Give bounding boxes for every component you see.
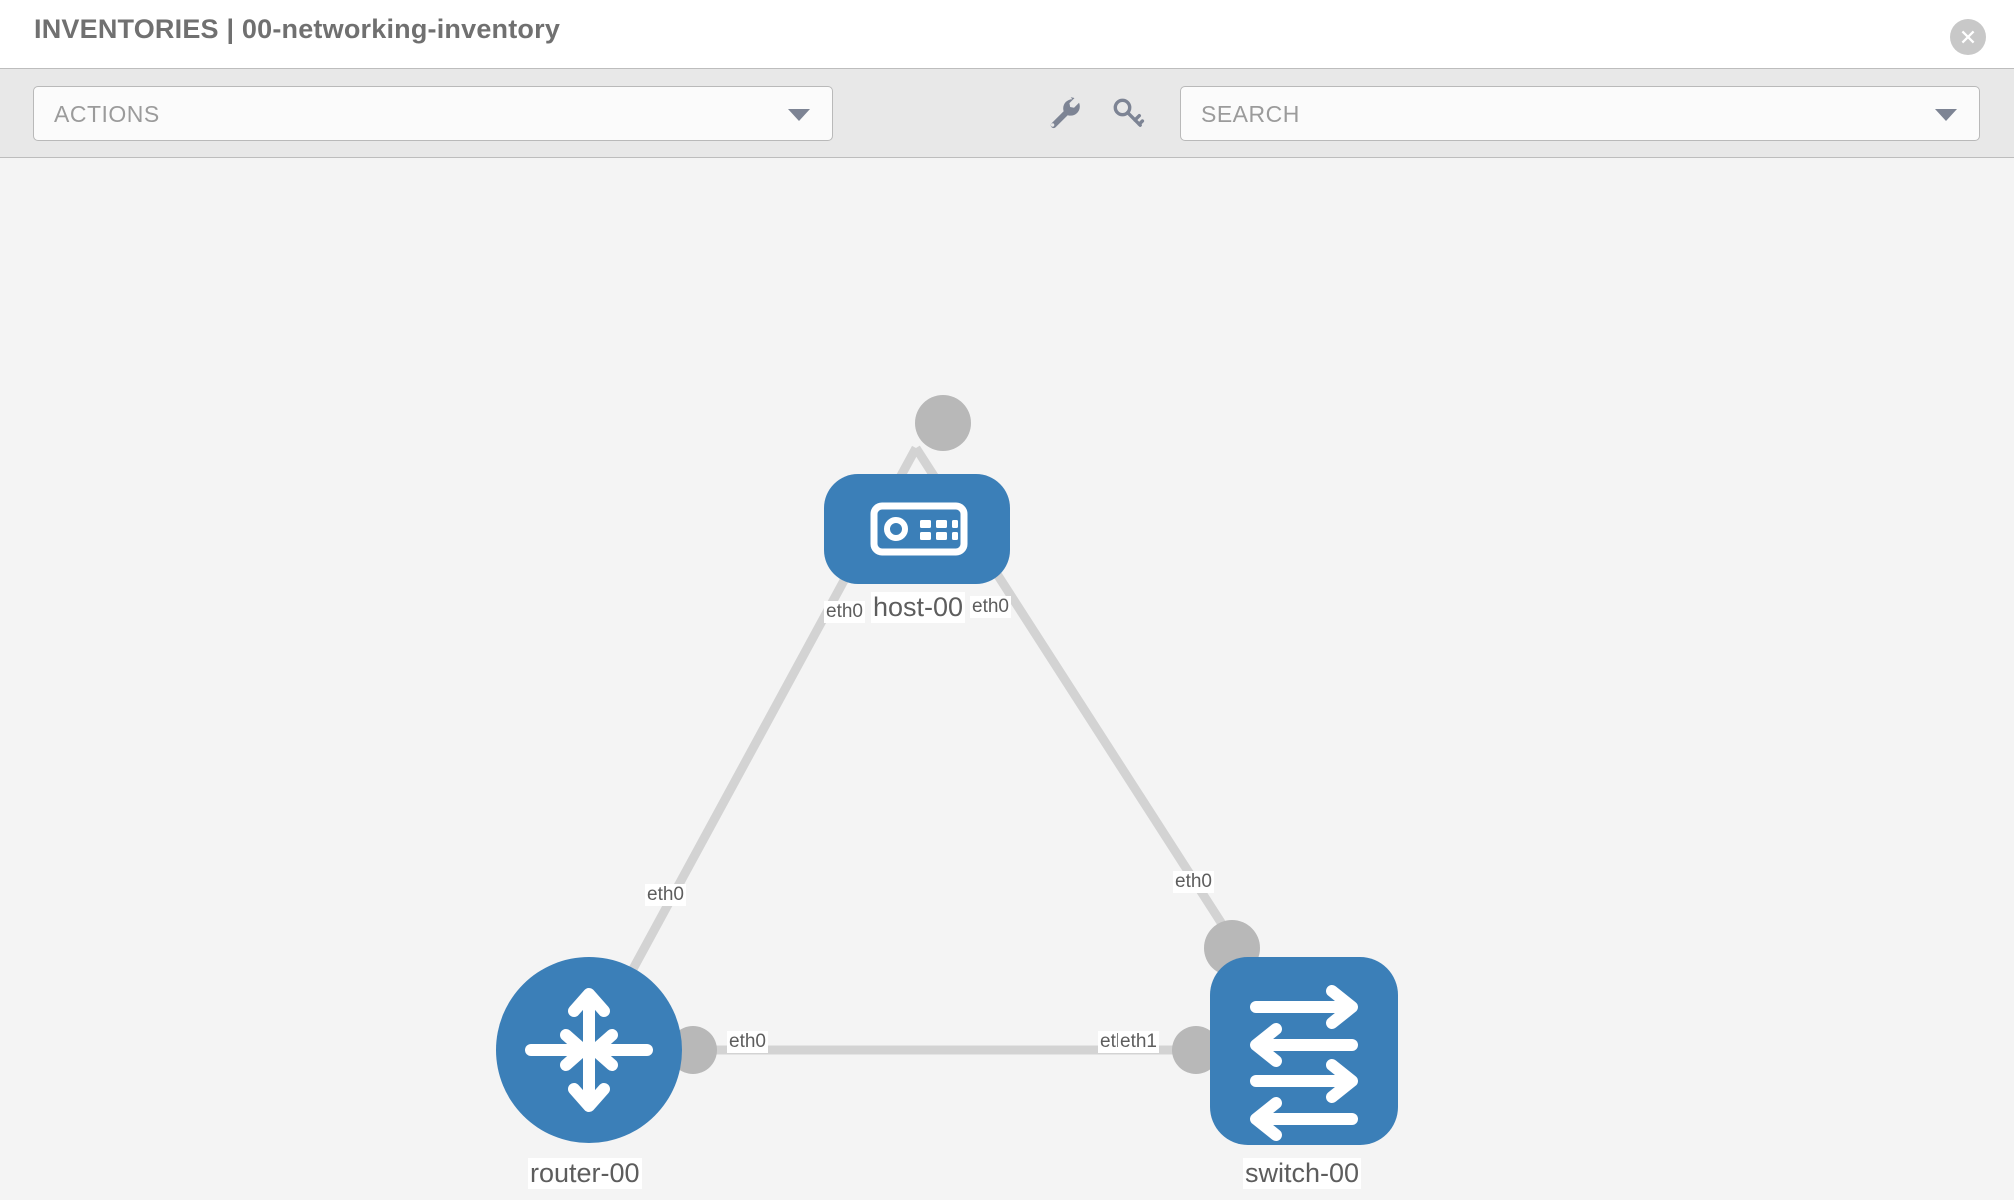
node-label-router-00: router-00 [528, 1158, 642, 1190]
node-router-00 [496, 957, 682, 1143]
node-label-switch-00: switch-00 [1243, 1158, 1362, 1190]
close-icon[interactable] [1950, 19, 1986, 55]
page-header: INVENTORIES | 00-networking-inventory [0, 0, 2014, 68]
iface-label: eth0 [824, 601, 865, 623]
connector-switch00-left [1172, 1026, 1220, 1074]
wrench-icon[interactable] [1040, 91, 1086, 137]
iface-label: eth1 [1118, 1031, 1159, 1053]
node-switch-00 [1210, 957, 1398, 1145]
chevron-down-icon[interactable] [1935, 108, 1957, 121]
actions-dropdown-label: ACTIONS [54, 101, 160, 127]
connector-host00 [915, 395, 971, 451]
router-arrows-icon [525, 988, 653, 1112]
switch-arrows-icon [1250, 985, 1358, 1141]
server-icon [870, 502, 968, 556]
search-input[interactable]: SEARCH [1180, 86, 1980, 141]
iface-label: eth0 [645, 884, 686, 906]
actions-dropdown[interactable]: ACTIONS [33, 86, 833, 141]
topology-canvas[interactable]: eth0 eth0 eth0 eth0 eth0 eth0 eth1 host-… [0, 158, 2014, 1200]
iface-label: eth0 [1173, 871, 1214, 893]
key-icon[interactable] [1105, 91, 1151, 137]
search-input-placeholder: SEARCH [1201, 101, 1300, 127]
page-title: INVENTORIES | 00-networking-inventory [34, 14, 561, 44]
node-host-00 [824, 474, 1010, 584]
toolbar: ACTIONS SEARCH [0, 68, 2014, 158]
node-label-host-00: host-00 [871, 592, 966, 624]
iface-label: eth0 [970, 596, 1011, 618]
iface-label: eth0 [727, 1031, 768, 1053]
topology-graph [496, 395, 1398, 1145]
chevron-down-icon [788, 108, 810, 121]
